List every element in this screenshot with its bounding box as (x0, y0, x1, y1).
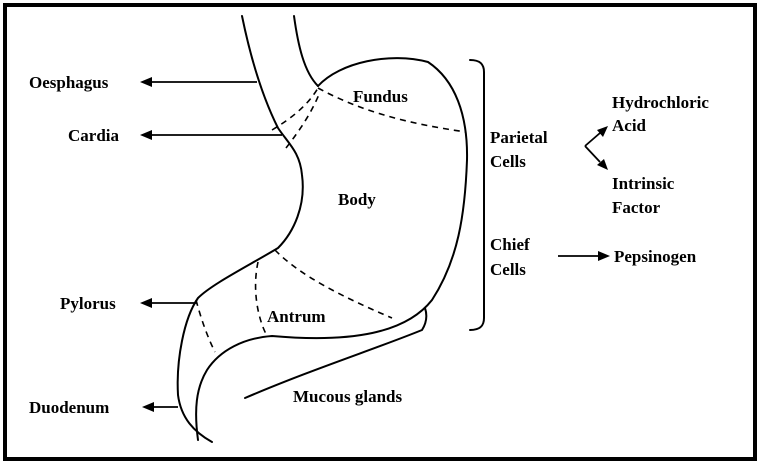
label-oesphagus: Oesphagus (29, 73, 109, 92)
label-pepsinogen: Pepsinogen (614, 247, 697, 266)
esophagus-right-wall (294, 16, 318, 86)
label-parietal-cells-2: Cells (490, 152, 526, 171)
greater-curvature (196, 58, 467, 440)
label-parietal-cells-1: Parietal (490, 128, 548, 147)
label-body: Body (338, 190, 376, 209)
label-intrinsic-factor-2: Factor (612, 198, 661, 217)
stomach-outline (178, 16, 467, 442)
label-hydrochloric-acid-1: Hydrochloric (612, 93, 709, 112)
label-cardia: Cardia (68, 126, 120, 145)
label-pylorus: Pylorus (60, 294, 116, 313)
label-duodenum: Duodenum (29, 398, 109, 417)
label-hydrochloric-acid-2: Acid (612, 116, 647, 135)
label-mucous-glands: Mucous glands (293, 387, 402, 406)
label-antrum: Antrum (267, 307, 326, 326)
lesser-curvature (178, 16, 303, 442)
label-fundus: Fundus (353, 87, 408, 106)
label-chief-cells-2: Cells (490, 260, 526, 279)
label-intrinsic-factor-1: Intrinsic (612, 174, 675, 193)
gastric-cells-brace (470, 60, 484, 330)
label-chief-cells-1: Chief (490, 235, 530, 254)
